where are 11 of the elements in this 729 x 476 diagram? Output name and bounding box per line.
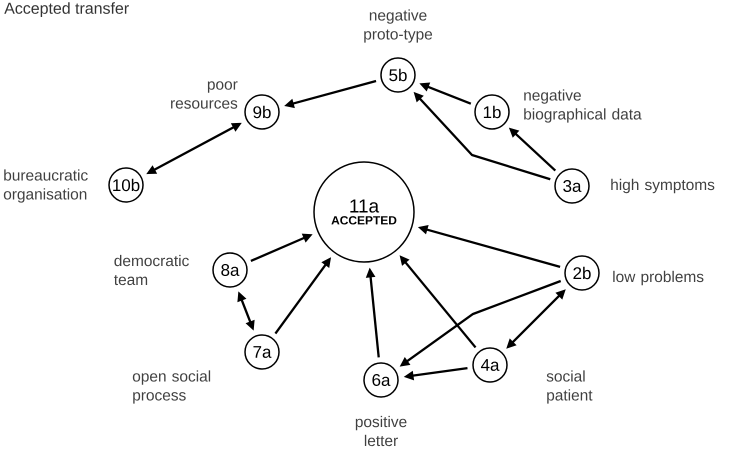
node-caption: negative biographical data xyxy=(524,89,642,123)
node-caption: high symptoms xyxy=(611,178,714,194)
node-caption: open social process xyxy=(132,370,210,404)
node-caption: negative proto-type xyxy=(364,9,432,43)
node-caption: low problems xyxy=(613,270,704,286)
node-caption: bureaucratic organisation xyxy=(4,169,88,203)
node-caption: social patient xyxy=(546,370,592,404)
node-caption: democratic team xyxy=(114,254,189,286)
title: Accepted transfer xyxy=(4,2,129,18)
node-caption: positive letter xyxy=(356,416,406,446)
node-caption: poor resources xyxy=(171,81,238,109)
